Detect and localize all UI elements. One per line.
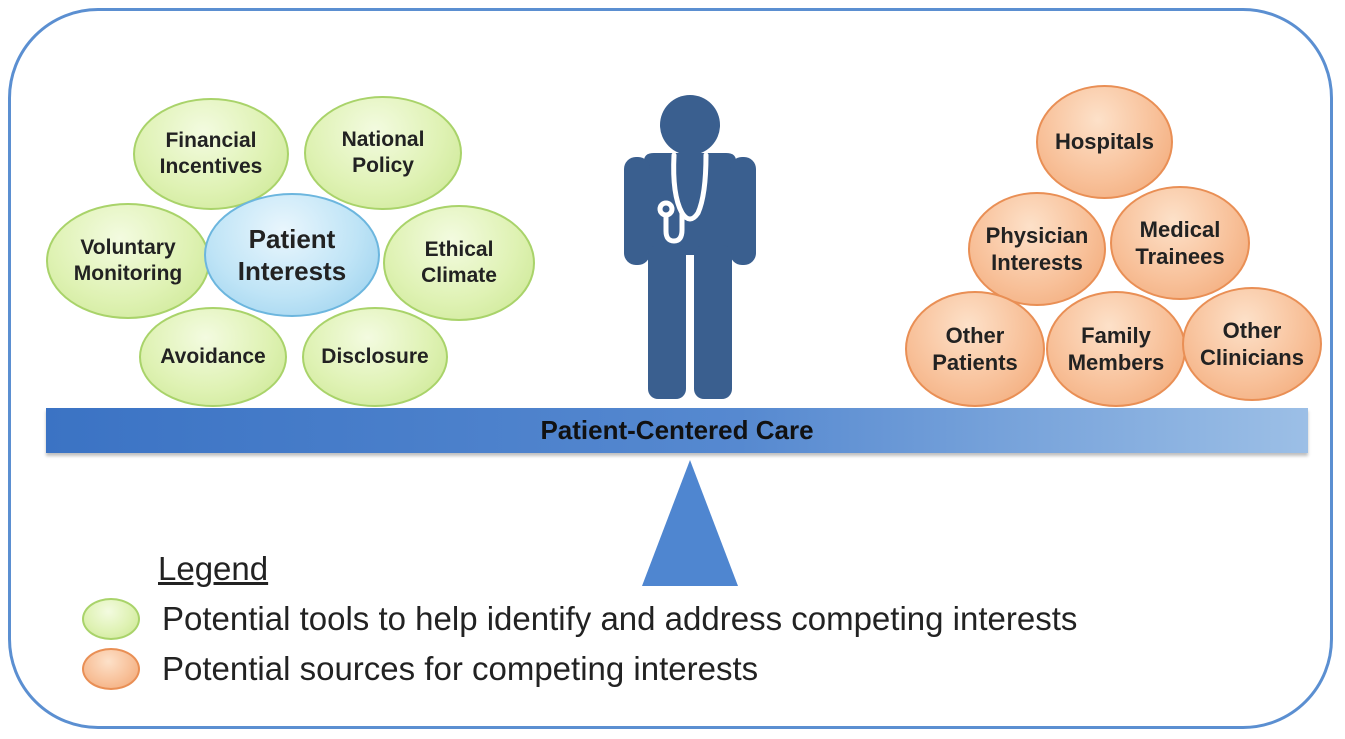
- bubble-hospitals: Hospitals: [1036, 85, 1173, 199]
- bubble-disclosure: Disclosure: [302, 307, 448, 407]
- beam-label: Patient-Centered Care: [540, 415, 814, 445]
- legend-swatch-green: [82, 598, 140, 640]
- doctor-icon: [624, 95, 756, 399]
- bubble-financial-incentives: Financial Incentives: [133, 98, 289, 210]
- bubble-physician-interests: Physician Interests: [968, 192, 1106, 306]
- stethoscope-icon: [657, 152, 709, 244]
- bubble-other-patients: Other Patients: [905, 291, 1045, 407]
- bubble-national-policy: National Policy: [304, 96, 462, 210]
- legend-swatch-orange: [82, 648, 140, 690]
- bubble-patient-interests: Patient Interests: [204, 193, 380, 317]
- legend-label-sources: Potential sources for competing interest…: [162, 650, 759, 687]
- bubble-ethical-climate: Ethical Climate: [383, 205, 535, 321]
- legend-label-tools: Potential tools to help identify and add…: [162, 600, 1078, 637]
- fulcrum-triangle: [642, 460, 738, 586]
- bubble-family-members: Family Members: [1046, 291, 1186, 407]
- bubble-voluntary-monitoring: Voluntary Monitoring: [46, 203, 210, 319]
- bubble-medical-trainees: Medical Trainees: [1110, 186, 1250, 300]
- balance-beam: Patient-Centered Care: [46, 408, 1308, 453]
- bubble-other-clinicians: Other Clinicians: [1182, 287, 1322, 401]
- legend-title: Legend: [158, 550, 269, 587]
- legend-item-sources: Potential sources for competing interest…: [82, 648, 758, 690]
- bubble-avoidance: Avoidance: [139, 307, 287, 407]
- legend-item-tools: Potential tools to help identify and add…: [82, 598, 1077, 640]
